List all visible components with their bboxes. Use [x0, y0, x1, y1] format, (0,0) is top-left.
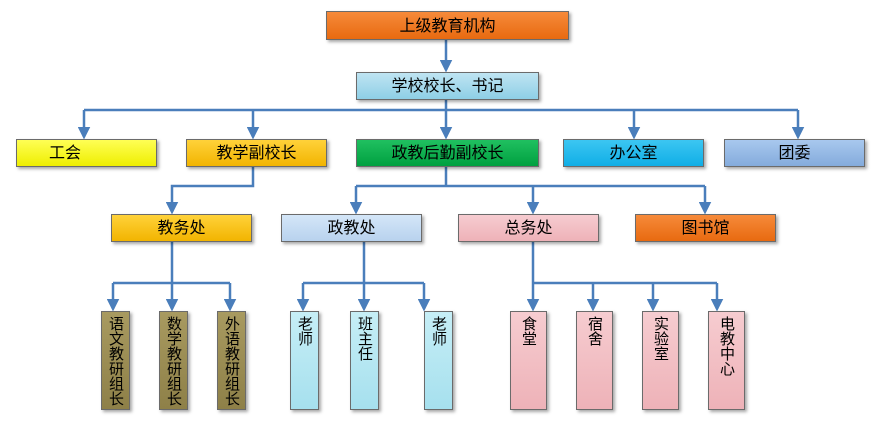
node-vp-teaching: 教学副校长 — [186, 139, 327, 167]
node-lab-label: 实验室 — [652, 316, 670, 361]
node-union: 工会 — [16, 139, 157, 167]
node-principal-label: 学校校长、书记 — [391, 76, 504, 95]
node-principal: 学校校长、书记 — [356, 72, 539, 100]
edge-political-staff — [303, 242, 424, 285]
node-top-authority-label: 上级教育机构 — [399, 15, 496, 35]
node-head-teacher-label: 班主任 — [356, 316, 374, 361]
node-chinese-group: 语文教研组长 — [101, 311, 130, 410]
edge-general-facilities — [531, 242, 717, 285]
node-general-affairs: 总务处 — [458, 214, 599, 242]
node-teacher-a-label: 老师 — [296, 316, 314, 346]
node-math-group-label: 数学教研组长 — [165, 316, 183, 406]
node-av-center-label: 电教中心 — [718, 316, 736, 376]
node-foreign-group-label: 外语教研组长 — [223, 316, 241, 406]
edge-academic-groups — [113, 242, 230, 285]
node-teacher-b: 老师 — [424, 311, 453, 410]
node-canteen-label: 食堂 — [520, 316, 538, 346]
node-league: 团委 — [724, 139, 865, 167]
node-teacher-a: 老师 — [290, 311, 319, 410]
node-top-authority: 上级教育机构 — [326, 11, 569, 40]
node-general-affairs-label: 总务处 — [504, 218, 553, 237]
node-head-teacher: 班主任 — [350, 311, 379, 410]
node-vp-admin: 政教后勤副校长 — [356, 139, 539, 167]
node-office-label: 办公室 — [609, 143, 658, 162]
node-teacher-b-label: 老师 — [430, 316, 448, 346]
node-chinese-group-label: 语文教研组长 — [107, 316, 125, 406]
node-vp-admin-label: 政教后勤副校长 — [391, 143, 504, 162]
node-lab: 实验室 — [642, 311, 679, 410]
edge-vp-teaching-academic — [165, 167, 255, 215]
node-political-affairs-label: 政教处 — [327, 218, 376, 237]
node-office: 办公室 — [563, 139, 704, 167]
edge-principal-bus — [84, 100, 798, 112]
node-library: 图书馆 — [635, 214, 776, 242]
node-av-center: 电教中心 — [708, 311, 745, 410]
node-dormitory: 宿舍 — [576, 311, 613, 410]
node-union-label: 工会 — [49, 143, 82, 162]
node-foreign-group: 外语教研组长 — [217, 311, 246, 410]
node-dormitory-label: 宿舍 — [586, 316, 604, 346]
node-academic-affairs: 教务处 — [111, 214, 252, 242]
node-academic-affairs-label: 教务处 — [157, 218, 206, 237]
edge-vp-admin-bus — [356, 167, 705, 188]
node-vp-teaching-label: 教学副校长 — [216, 143, 297, 162]
node-library-label: 图书馆 — [681, 218, 730, 237]
node-canteen: 食堂 — [510, 311, 547, 410]
node-political-affairs: 政教处 — [281, 214, 422, 242]
node-math-group: 数学教研组长 — [159, 311, 188, 410]
node-league-label: 团委 — [778, 143, 811, 162]
